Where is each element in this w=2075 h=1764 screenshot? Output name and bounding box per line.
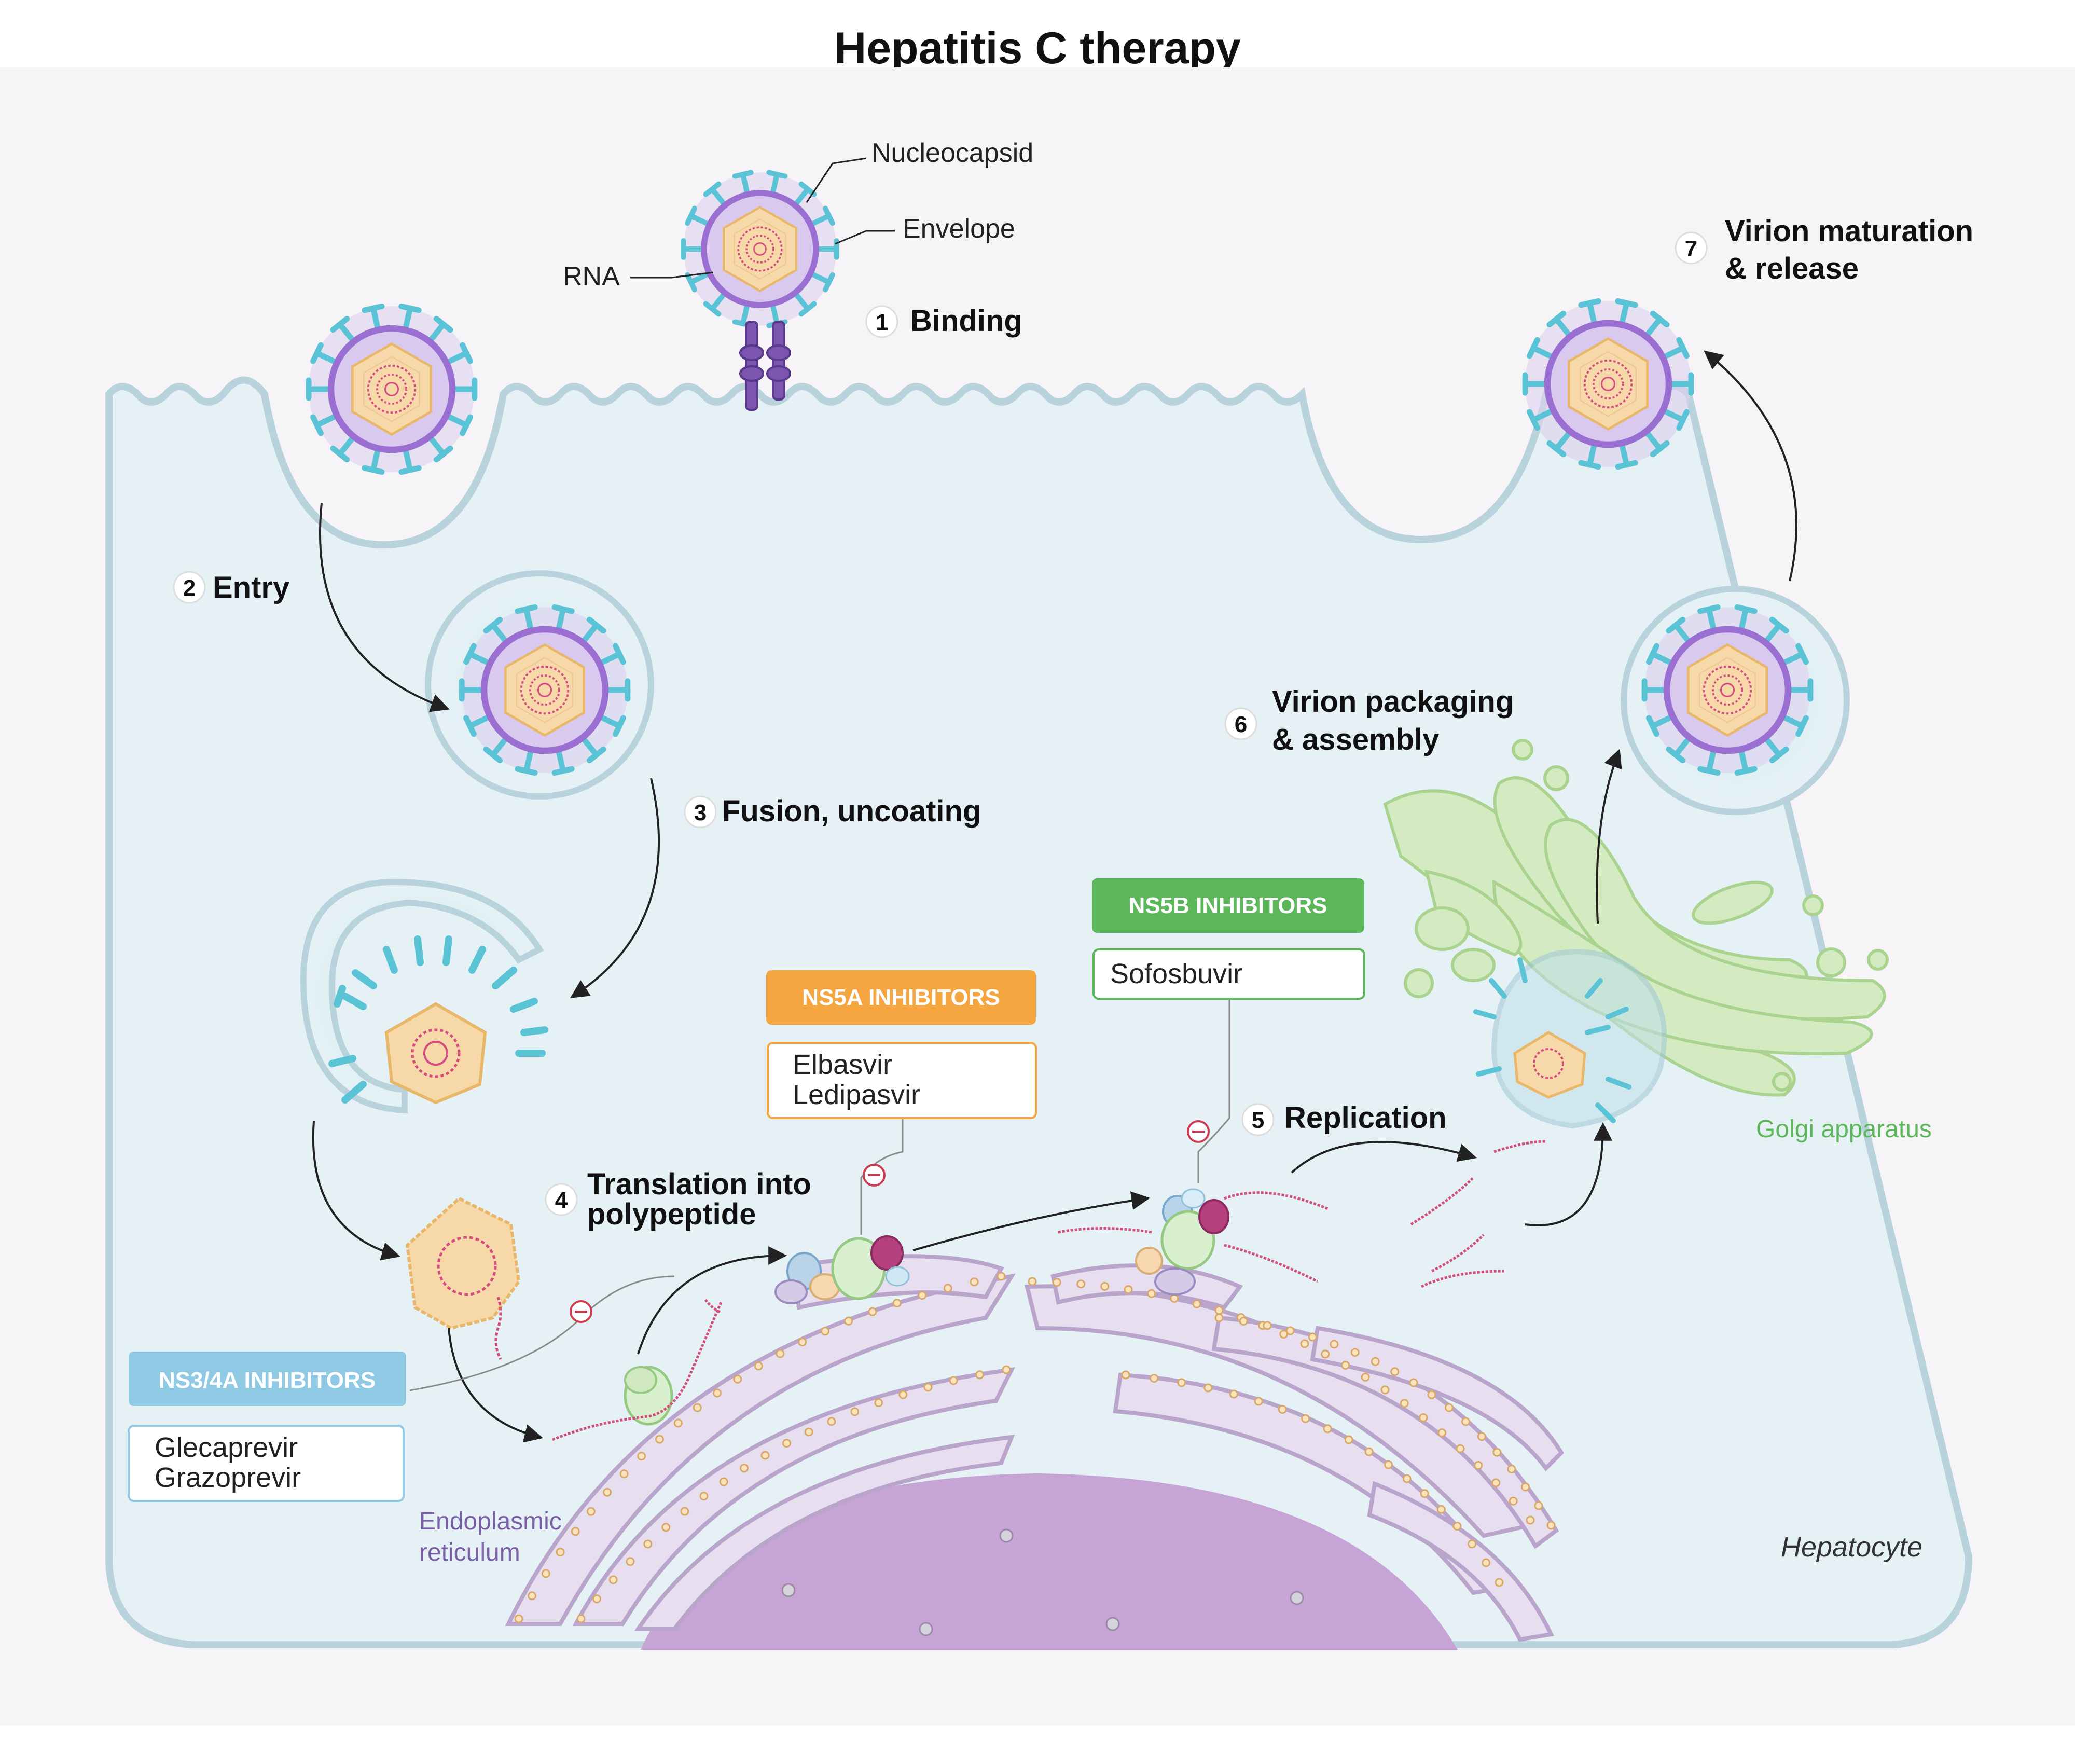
step-badge-7: 7 (1675, 231, 1708, 265)
hepatocyte-label: Hepatocyte (1781, 1532, 1922, 1563)
er-ribosomes (514, 1272, 1556, 1623)
er-label-2: reticulum (419, 1539, 520, 1566)
step-badge-6: 6 (1224, 707, 1257, 740)
step-label-maturation-1: Virion maturation (1725, 214, 1973, 248)
golgi-label: Golgi apparatus (1756, 1115, 1932, 1143)
ns5a-drug-2: Ledipasvir (793, 1079, 920, 1110)
step-badge-1: 1 (865, 305, 898, 338)
step-badge-4: 4 (545, 1183, 578, 1216)
ns5a-protein-complex (774, 1235, 910, 1304)
ns3-drug-2: Grazoprevir (155, 1462, 301, 1493)
step-badge-5: 5 (1241, 1103, 1275, 1136)
ns5a-inhibitor-box: NS5A INHIBITORS Elbasvir Ledipasvir (766, 970, 1037, 1119)
step-number-3: 3 (694, 800, 707, 825)
ns5b-drug-1: Sofosbuvir (1110, 958, 1242, 989)
endosome-virion (462, 607, 628, 773)
release-virion (1525, 301, 1691, 467)
rna-release-capsid (405, 1196, 521, 1360)
nucleus (641, 1473, 1458, 1650)
step-label-replication: Replication (1284, 1101, 1447, 1135)
step-badge-2: 2 (173, 571, 206, 604)
step-number-4: 4 (555, 1188, 568, 1213)
step-label-entry: Entry (213, 571, 289, 604)
ns5b-inhibitor-box: NS5B INHIBITORS Sofosbuvir (1092, 878, 1365, 1000)
fusion-vesicle (300, 878, 544, 1114)
step-label-binding: Binding (910, 304, 1022, 338)
er-label-1: Endoplasmic (419, 1508, 562, 1535)
step-number-5: 5 (1252, 1108, 1264, 1133)
inhibition-lines (409, 999, 1230, 1391)
ns5a-inhibitor-header: NS5A INHIBITORS (802, 985, 1000, 1010)
step-number-6: 6 (1235, 712, 1247, 737)
uncoated-capsid (384, 1002, 487, 1105)
step-number-7: 7 (1685, 236, 1697, 261)
step-number-2: 2 (183, 575, 196, 601)
step-badge-3: 3 (684, 795, 717, 829)
step-label-maturation-2: & release (1725, 252, 1859, 285)
ns3-inhibitor-header: NS3/4A INHIBITORS (159, 1368, 376, 1393)
endoplasmic-reticulum (505, 1254, 1565, 1642)
maturation-virion (1644, 607, 1810, 773)
diagram-title: Hepatitis C therapy (834, 23, 1241, 73)
ns5b-inhibitor-header: NS5B INHIBITORS (1128, 893, 1327, 918)
step-label-packaging-1: Virion packaging (1272, 685, 1514, 719)
rna-strands (552, 1140, 1546, 1441)
inhibit-minus (575, 1131, 1205, 1313)
translation-complex (624, 1366, 673, 1426)
flow-arrows (312, 350, 1797, 1443)
step-label-translation-1: Translation into (587, 1167, 811, 1201)
step-label-fusion: Fusion, uncoating (722, 794, 981, 828)
assembly-spikes (1473, 957, 1631, 1123)
step-label-packaging-2: & assembly (1272, 723, 1439, 756)
step-label-translation-2: polypeptide (587, 1197, 756, 1231)
ns3-drug-1: Glecaprevir (155, 1432, 298, 1463)
assembly-capsid (1513, 1031, 1586, 1099)
ns3-inhibitor-box: NS3/4A INHIBITORS Glecaprevir Grazoprevi… (128, 1352, 406, 1502)
nuclear-pores (781, 1528, 1304, 1636)
nucleocapsid-label: Nucleocapsid (872, 138, 1033, 168)
ns5a-drug-1: Elbasvir (793, 1049, 892, 1080)
fusion-spikes (328, 935, 548, 1104)
binding-virion (683, 172, 836, 325)
virion-leaders (630, 157, 895, 279)
rna-label: RNA (563, 261, 620, 292)
receptor-complex (739, 321, 791, 411)
step-number-1: 1 (876, 310, 888, 335)
entry-virion (309, 306, 475, 472)
assembly-vesicle (1491, 949, 1667, 1129)
envelope-label: Envelope (903, 214, 1015, 244)
ns5b-protein-complex (1135, 1188, 1229, 1296)
